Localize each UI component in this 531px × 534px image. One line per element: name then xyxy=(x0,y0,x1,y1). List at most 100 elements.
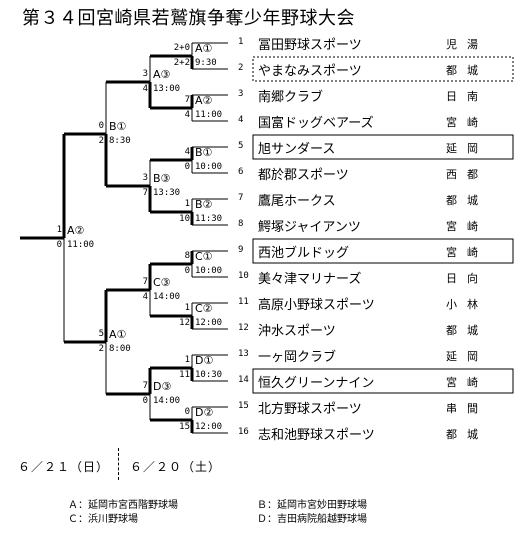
game-time: 13:30 xyxy=(153,188,181,198)
page-title: 第３４回宮崎県若鷲旗争奪少年野球大会 xyxy=(22,8,355,29)
game-time: 12:00 xyxy=(195,422,223,432)
team-region: 宮崎 xyxy=(446,116,488,129)
score-top: 7 xyxy=(142,381,148,391)
team-name: 北方野球スポーツ xyxy=(258,402,362,417)
team-name: 西池ブルドッグ xyxy=(258,246,350,261)
score-top: 4 xyxy=(184,147,190,157)
team-name: 鷹尾ホークス xyxy=(258,194,336,209)
highlight-box-dashed xyxy=(252,56,514,82)
team-name: 美々津マリナーズ xyxy=(258,272,362,287)
game-label: B② xyxy=(195,198,213,211)
team-number: 7 xyxy=(238,193,244,203)
team-name: 国富ドッグベアーズ xyxy=(258,116,374,131)
score-bottom: 10 xyxy=(179,214,190,224)
score-top: 8 xyxy=(184,251,190,261)
team-number: 16 xyxy=(238,427,249,437)
score-bottom: 0 xyxy=(142,396,148,406)
team-number: 9 xyxy=(238,245,244,255)
highlight-box xyxy=(252,238,514,264)
legend-d: Ｄ：吉田病院船越野球場 xyxy=(257,514,367,525)
game-time: 11:30 xyxy=(195,214,223,224)
team-number: 5 xyxy=(238,141,244,151)
team-name: やまなみスポーツ xyxy=(258,64,362,79)
game-label: C① xyxy=(195,250,213,263)
game-label: A① xyxy=(195,42,213,55)
team-number: 6 xyxy=(238,167,244,177)
team-number: 13 xyxy=(238,349,249,359)
game-time: 12:00 xyxy=(195,318,223,328)
team-name: 沖水スポーツ xyxy=(258,324,336,339)
team-name: 恒久グリーンナイン xyxy=(258,376,375,391)
score-bottom: 0 xyxy=(184,162,190,172)
team-number: 2 xyxy=(238,63,244,73)
game-time: 14:00 xyxy=(153,292,181,302)
day2-date: ６／２１（日） xyxy=(18,460,110,474)
highlight-box-dashed xyxy=(252,368,514,394)
game-label: D③ xyxy=(153,380,172,393)
score-bottom: 4 xyxy=(142,84,148,94)
team-region: 宮崎 xyxy=(446,220,488,233)
score-top: 3 xyxy=(142,69,148,79)
team-name: 南郷クラブ xyxy=(258,90,324,105)
highlight-box xyxy=(252,134,514,160)
score-top: 1 xyxy=(56,225,62,235)
team-region: 日向 xyxy=(446,272,488,285)
team-region: 延岡 xyxy=(446,350,488,363)
score-bottom: 0 xyxy=(184,266,190,276)
score-bottom: 4 xyxy=(142,292,148,302)
team-region: 串間 xyxy=(446,402,488,415)
score-top: 7 xyxy=(184,95,190,105)
team-region: 宮崎 xyxy=(446,376,488,389)
game-time: 13:00 xyxy=(153,84,181,94)
team-region: 都城 xyxy=(446,64,488,77)
game-time: 11:00 xyxy=(195,110,223,120)
game-label: A③ xyxy=(153,68,171,81)
team-name: 一ヶ岡クラブ xyxy=(258,350,337,365)
score-top: 0 xyxy=(184,407,190,417)
team-name: 鰐塚ジャイアンツ xyxy=(258,220,361,235)
legend-c: Ｃ：浜川野球場 xyxy=(68,514,138,525)
score-bottom: 4 xyxy=(184,110,190,120)
game-label: C③ xyxy=(153,276,171,289)
score-bottom: 2 xyxy=(98,136,104,146)
game-label: D① xyxy=(195,354,214,367)
team-name: 冨田野球スポーツ xyxy=(258,38,362,53)
team-number: 15 xyxy=(238,401,249,411)
score-top: 5 xyxy=(98,329,104,339)
game-label: A① xyxy=(109,328,127,341)
game-label: B① xyxy=(109,120,127,133)
team-region: 日南 xyxy=(446,90,488,103)
game-label: C② xyxy=(195,302,213,315)
game-time: 11:00 xyxy=(67,240,95,250)
team-region: 延岡 xyxy=(446,142,488,155)
game-time: 10:30 xyxy=(195,370,223,380)
team-number: 1 xyxy=(238,37,244,47)
team-region: 西都 xyxy=(446,168,488,181)
legend-a: Ａ：延岡市宮西階野球場 xyxy=(68,500,178,511)
team-number: 11 xyxy=(238,297,249,307)
score-bottom: 15 xyxy=(179,422,190,432)
team-number: 8 xyxy=(238,219,244,229)
team-region: 都城 xyxy=(446,428,488,441)
score-top: 2+0 xyxy=(173,43,190,53)
score-top: 7 xyxy=(142,277,148,287)
game-time: 10:00 xyxy=(195,266,223,276)
team-region: 宮崎 xyxy=(446,246,488,259)
team-number: 4 xyxy=(238,115,244,125)
team-name: 都於郡スポーツ xyxy=(258,168,349,183)
date-divider xyxy=(118,448,119,480)
game-time: 9:30 xyxy=(195,58,217,68)
score-bottom: 2 xyxy=(98,344,104,354)
team-region: 小林 xyxy=(446,298,488,311)
game-label: A② xyxy=(67,224,85,237)
score-top: 0 xyxy=(98,121,104,131)
legend-b: Ｂ：延岡市宮妙田野球場 xyxy=(257,500,367,511)
team-number: 12 xyxy=(238,323,249,333)
team-number: 10 xyxy=(238,271,249,281)
team-name: 志和池野球スポーツ xyxy=(258,428,375,443)
score-top: 1 xyxy=(184,303,190,313)
score-top: 1 xyxy=(184,355,190,365)
team-region: 都城 xyxy=(446,194,488,207)
team-name: 高原小野球スポーツ xyxy=(258,298,375,313)
